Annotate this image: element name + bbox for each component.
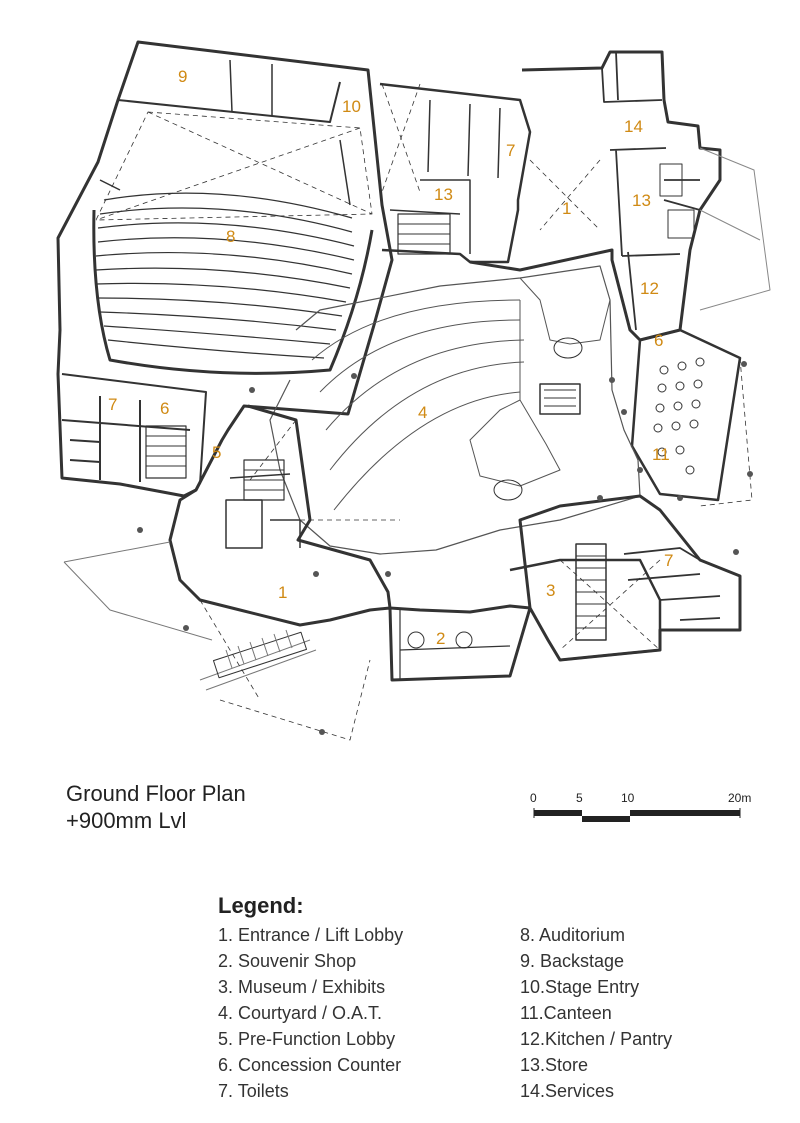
legend-item: 11.Canteen <box>520 1003 612 1023</box>
legend-item: 8. Auditorium <box>520 925 626 945</box>
legend-column-right: 8. Auditorium 9. Backstage 10.Stage Entr… <box>520 922 672 1104</box>
legend-item: 9. Backstage <box>520 951 625 971</box>
scale-segment-1 <box>534 810 582 816</box>
drawing-title-block: Ground Floor Plan +900mm Lvl <box>66 780 246 834</box>
legend-item: 2. Souvenir Shop <box>218 951 357 971</box>
canteen-tables <box>653 357 705 475</box>
legend: Legend: 1. Entrance / Lift Lobby 2. Souv… <box>218 893 778 1104</box>
room-label-toilets-south: 7 <box>664 551 673 570</box>
legend-item: 4. Courtyard / O.A.T. <box>218 1003 383 1023</box>
canteen-wall <box>630 328 742 502</box>
legend-item: 14.Services <box>520 1081 615 1101</box>
legend-item: 13.Store <box>520 1055 589 1075</box>
auditorium-seating <box>95 192 355 359</box>
drawing-level: +900mm Lvl <box>66 808 187 833</box>
legend-heading: Legend: <box>218 893 304 918</box>
room-number-labels: 9 10 7 14 13 1 13 8 12 6 4 7 6 5 11 7 3 … <box>108 67 673 648</box>
room-label-toilets-north: 7 <box>506 141 515 160</box>
room-label-store-north: 13 <box>434 185 453 204</box>
scale-segment-3 <box>630 810 740 816</box>
legend-item: 10.Stage Entry <box>520 977 640 997</box>
legend-item: 1. Entrance / Lift Lobby <box>218 925 404 945</box>
legend-item: 3. Museum / Exhibits <box>218 977 386 997</box>
scale-segment-2 <box>582 816 630 822</box>
room-label-concession-east: 6 <box>654 331 663 350</box>
room-label-souvenir: 2 <box>436 629 445 648</box>
drawing-title: Ground Floor Plan <box>66 781 246 806</box>
room-label-entrance-north: 1 <box>562 199 571 218</box>
room-label-stage-entry: 10 <box>342 97 361 116</box>
room-label-museum: 3 <box>546 581 555 600</box>
legend-item: 7. Toilets <box>218 1081 289 1101</box>
legend-item: 12.Kitchen / Pantry <box>520 1029 673 1049</box>
legend-item: 6. Concession Counter <box>218 1055 402 1075</box>
room-label-store-east: 13 <box>632 191 651 210</box>
room-label-pre-function: 5 <box>212 443 221 462</box>
scale-label-10: 10 <box>621 791 635 805</box>
courtyard-terraces <box>311 299 525 511</box>
courtyard-outline <box>269 265 641 555</box>
room-label-services: 14 <box>624 117 643 136</box>
scale-label-20m: 20m <box>728 791 751 805</box>
legend-item: 5. Pre-Function Lobby <box>218 1029 396 1049</box>
room-label-backstage: 9 <box>178 67 187 86</box>
room-label-auditorium: 8 <box>226 227 235 246</box>
right-block-wall <box>469 50 722 342</box>
scale-label-0: 0 <box>530 791 537 805</box>
legend-column-left: 1. Entrance / Lift Lobby 2. Souvenir Sho… <box>218 922 520 1104</box>
scale-label-5: 5 <box>576 791 583 805</box>
room-label-kitchen: 12 <box>640 279 659 298</box>
room-label-toilets-west: 7 <box>108 395 117 414</box>
backstage-wall <box>117 81 341 123</box>
floor-plan-drawing: 9 10 7 14 13 1 13 8 12 6 4 7 6 5 11 7 3 … <box>56 40 771 741</box>
scale-bar: 0 5 10 20m <box>530 791 751 822</box>
room-label-canteen: 11 <box>652 445 670 464</box>
room-label-entrance-south: 1 <box>278 583 287 602</box>
room-label-concession-west: 6 <box>160 399 169 418</box>
room-label-courtyard: 4 <box>418 403 427 422</box>
